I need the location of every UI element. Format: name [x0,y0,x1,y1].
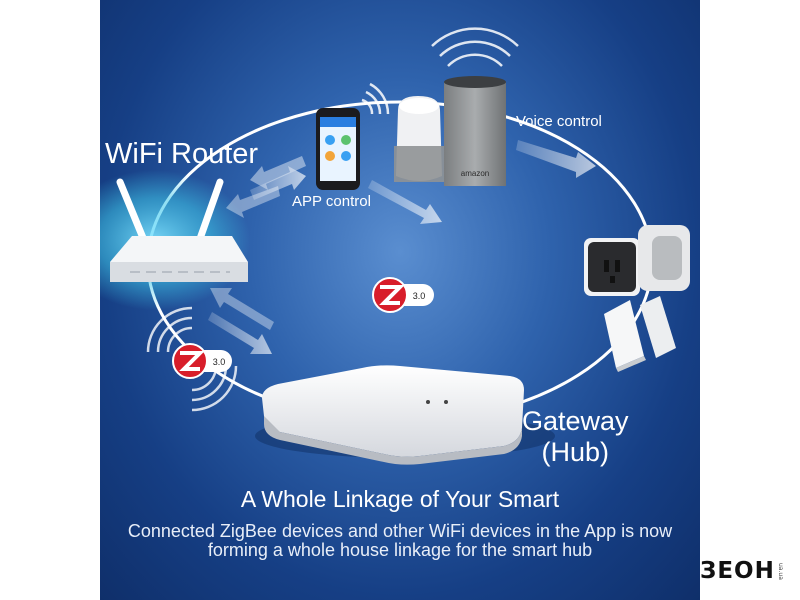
zigbee-badge-center-text: 3.0 [413,291,426,301]
arrow-router-hub-icon [208,288,274,354]
description: Connected ZigBee devices and other WiFi … [127,521,673,560]
router-label: WiFi Router [105,138,259,170]
watermark-logo-text: ЗЕОН [700,558,775,584]
gateway-label-line1: Gateway [522,406,629,436]
zigbee-badge-left-icon: 3.0 [172,343,232,379]
linkage-diagram-panel: amazon 3.0 [100,0,700,600]
arrow-to-speaker-icon [368,180,442,224]
smartphone-icon [316,108,360,190]
smart-speaker-mini-icon [394,96,444,182]
diagram-graphics: amazon 3.0 [100,27,690,465]
arrow-speaker-to-devices-icon [516,140,596,178]
gateway-label: Gateway (Hub) [522,406,629,468]
smart-plug-icon [584,238,640,296]
speaker-brand-text: amazon [461,169,489,178]
phone-signal-icon [361,82,390,115]
zigbee-badge-center-icon: 3.0 [372,277,434,313]
arrow-router-to-phone-icon [250,156,306,200]
watermark-logo-sub: ua.ua [776,562,784,580]
smart-speaker-echo-icon: amazon [444,76,506,186]
wifi-router-icon [100,170,250,310]
watermark-logo: ЗЕОН ua.ua [700,558,784,584]
app-control-label: APP control [292,193,371,210]
door-sensor-icon [604,296,676,372]
headline: A Whole Linkage of Your Smart [240,486,560,512]
gateway-hub-icon [255,365,555,465]
zigbee-badge-left-text: 3.0 [213,357,226,367]
voice-control-label: Voice control [516,113,602,130]
arrow-phone-to-router-icon [226,186,280,218]
gateway-label-line2: (Hub) [541,437,610,467]
zigbee-signal-left-icon [146,306,238,412]
motion-sensor-icon [638,225,690,291]
speaker-signal-icon [431,27,519,67]
